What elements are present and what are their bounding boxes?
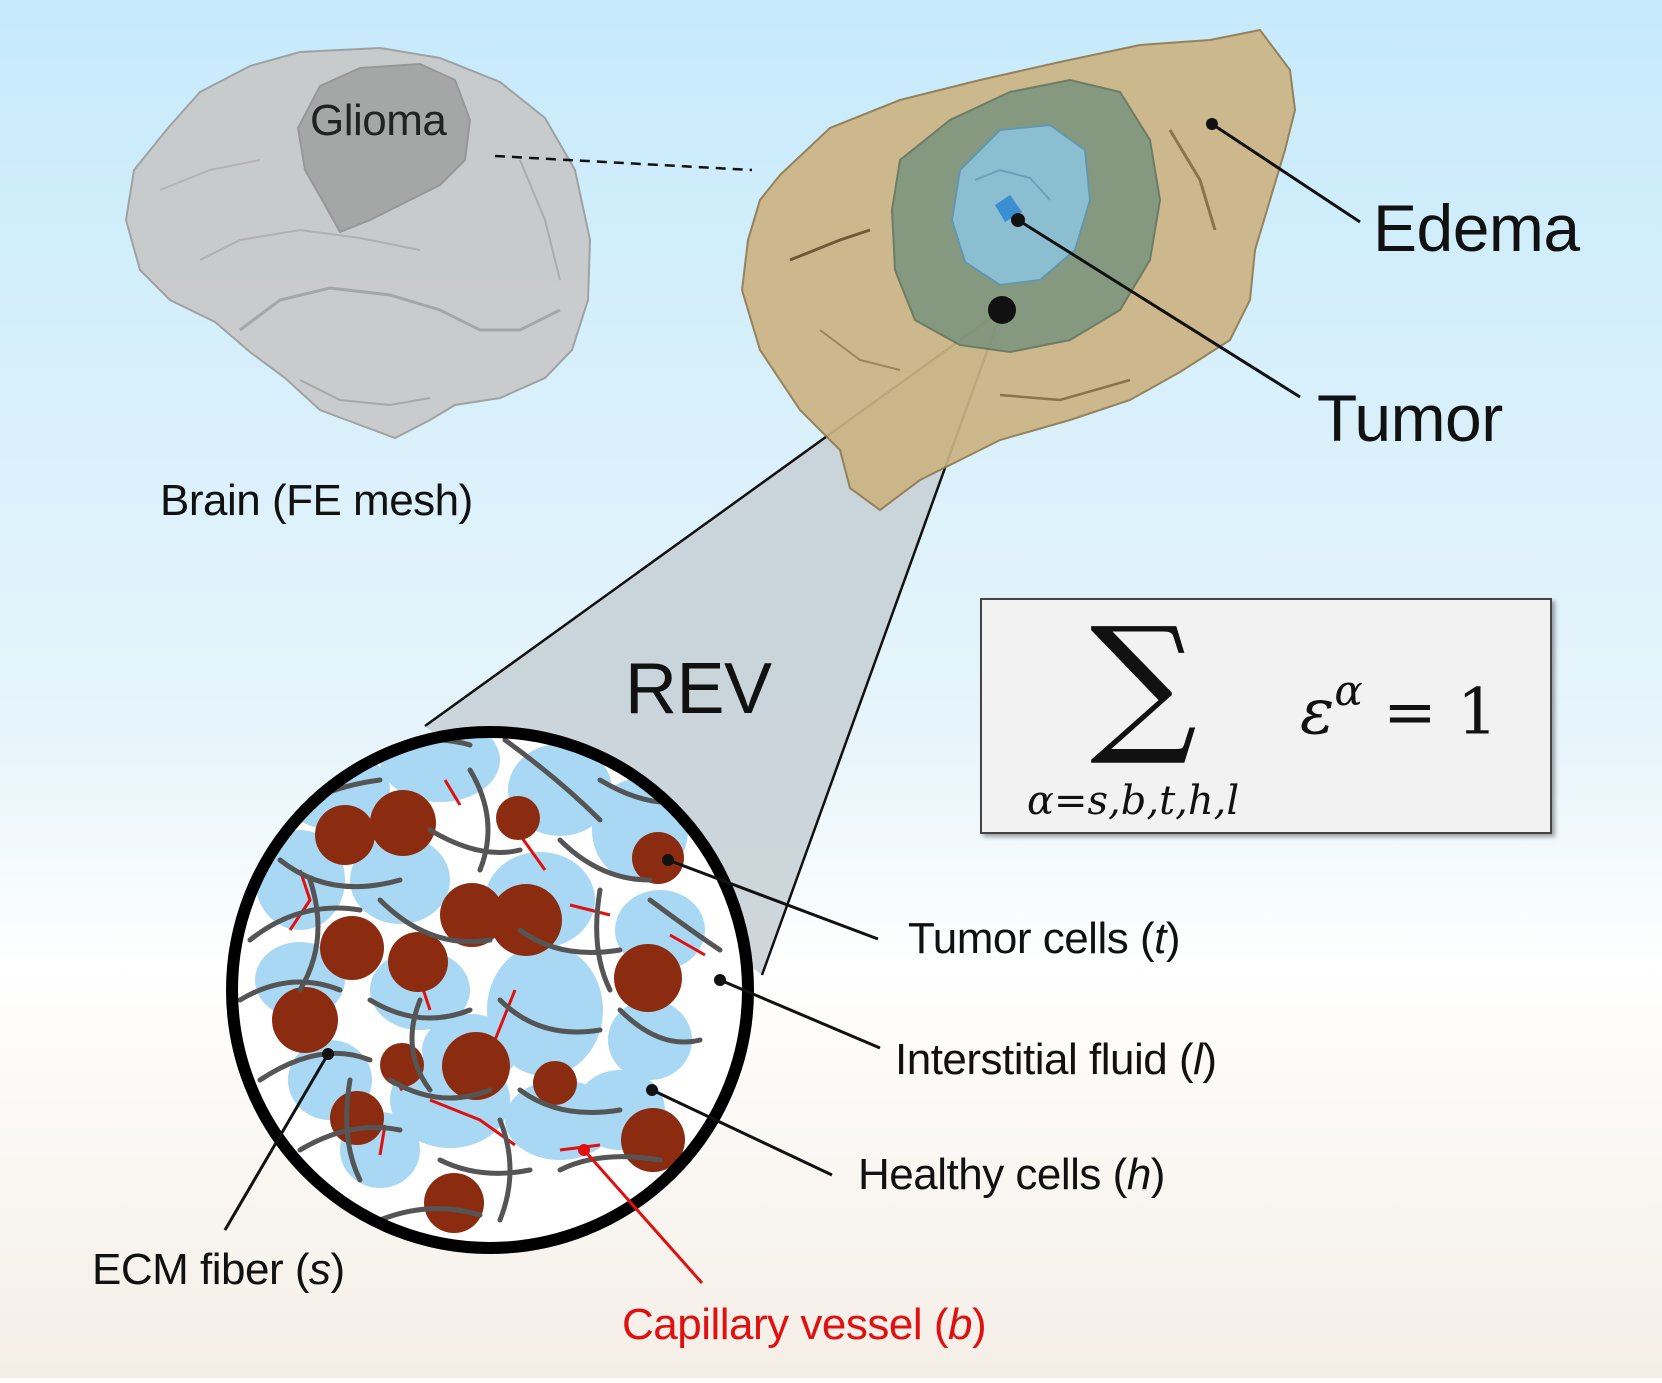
ecm-fiber-segment <box>377 897 493 945</box>
ecm-fiber-segment <box>502 737 603 823</box>
ecm-fiber-segment <box>557 1154 663 1173</box>
healthy-cell <box>255 830 345 930</box>
equation-body: εα = 1 <box>1300 666 1498 750</box>
tumor-cell <box>442 1032 510 1100</box>
tumor-label: Tumor <box>1317 381 1503 455</box>
brain-fe-mesh-label: Brain (FE mesh) <box>160 476 473 525</box>
ecm-fiber-segment <box>497 997 603 1035</box>
summation-subscript: α=s,b,t,h,l <box>1027 778 1240 824</box>
tumor-cell <box>614 944 682 1012</box>
rev-border <box>226 726 754 1254</box>
tumor-cell <box>496 796 540 840</box>
glioma-region <box>296 62 472 234</box>
ecm-fiber-segment <box>467 767 491 873</box>
ecm-fiber-segment <box>247 905 363 943</box>
ecm-fiber-segment <box>367 997 473 1021</box>
ecm-fiber-segment <box>427 827 523 855</box>
capillary-segment <box>518 834 547 871</box>
tumor-cells-label: Tumor cells (t) <box>908 914 1181 964</box>
ecm-fiber-segment <box>409 997 433 1093</box>
ecm-fiber-segment <box>557 837 653 883</box>
ecm-fiber-text: ECM fiber ( <box>92 1245 309 1294</box>
rev-healthy-cells <box>255 732 705 1188</box>
interstitial-fluid-symbol: l <box>1193 1035 1203 1084</box>
capillary-segment <box>669 933 706 957</box>
ecm-fiber-segment <box>517 927 623 955</box>
tumor-cell <box>320 916 384 980</box>
ecm-fiber-segment <box>297 1125 403 1153</box>
healthy-pointer-dot <box>646 1084 658 1096</box>
capillary-segment <box>288 869 312 931</box>
brain-mesh <box>124 46 592 440</box>
edema-pointer-dot <box>1206 118 1218 130</box>
tumor-leader <box>1017 218 1301 399</box>
ecm-fiber-segment <box>594 887 613 993</box>
equation-variable: ε <box>1300 675 1335 750</box>
tumor-pointer-dot <box>1011 213 1025 227</box>
capillary-leader <box>582 1149 704 1284</box>
ecm-fiber-segment <box>617 1007 703 1045</box>
tumor-cell <box>632 832 684 884</box>
tumor-cell <box>370 790 436 856</box>
tumor-cell <box>440 883 504 947</box>
fluid-pointer-dot <box>714 974 726 986</box>
capillary-pointer-dot <box>578 1144 590 1156</box>
glioma-label: Glioma <box>310 96 447 145</box>
volume-fraction-equation-box: ∑ α=s,b,t,h,l εα = 1 <box>980 598 1552 834</box>
healthy-cells-text: Healthy cells ( <box>858 1150 1127 1199</box>
tumor-cells-text: Tumor cells ( <box>908 914 1155 963</box>
interstitial-fluid-label: Interstitial fluid (l) <box>895 1035 1217 1085</box>
rev-source-dot <box>988 296 1016 324</box>
tumor-cell <box>330 1091 384 1145</box>
ecm-fiber-symbol: s <box>308 1245 331 1294</box>
summation-symbol: ∑ <box>1090 596 1198 770</box>
ecm-fiber-segment <box>517 1087 623 1115</box>
healthy-leader <box>651 1088 833 1177</box>
ecm-fiber-segment <box>437 1157 533 1176</box>
healthy-cells-close: ) <box>1150 1150 1166 1199</box>
tumor-cell <box>388 932 448 992</box>
capillary-segment <box>569 903 611 917</box>
healthy-cells-symbol: h <box>1126 1150 1151 1199</box>
ecm-leader <box>223 1053 330 1231</box>
ecm-fiber-close: ) <box>330 1245 345 1294</box>
rev-label: REV <box>625 649 772 729</box>
tumor-cell <box>533 1061 577 1105</box>
tumor-cell <box>424 1173 484 1233</box>
fluid-leader <box>719 978 881 1050</box>
tumor-cells-pointer-dot <box>662 854 674 866</box>
interstitial-fluid-text: Interstitial fluid ( <box>895 1035 1194 1084</box>
tumor-cells-leader <box>667 858 879 941</box>
ecm-fiber-segment <box>344 1077 363 1183</box>
tumor-cell <box>490 884 562 956</box>
ecm-fiber-segment <box>257 1050 373 1083</box>
edema-label: Edema <box>1373 191 1580 265</box>
ecm-fiber-label: ECM fiber (s) <box>92 1245 345 1295</box>
ecm-fiber-segment <box>387 1077 493 1101</box>
ecm-fiber-segment <box>647 897 723 953</box>
glioma-zoom-connector <box>494 154 753 172</box>
ecm-fiber-segment <box>297 877 321 993</box>
capillary-vessel-label: Capillary vessel (b) <box>622 1300 987 1350</box>
edema-leader <box>1211 122 1361 224</box>
ecm-fiber-segment <box>277 857 403 890</box>
capillary-vessel-close: ) <box>971 1300 987 1349</box>
tumor-cells-close: ) <box>1165 914 1181 963</box>
capillary-vessel-text: Capillary vessel ( <box>622 1300 948 1349</box>
capillary-vessel-symbol: b <box>947 1300 972 1349</box>
ecm-pointer-dot <box>322 1048 334 1060</box>
tumor-cell <box>272 987 338 1053</box>
capillary-segment <box>443 779 462 806</box>
equation-superscript: α <box>1334 666 1363 715</box>
interstitial-fluid-close: ) <box>1202 1035 1217 1084</box>
tumor-cells-symbol: t <box>1154 914 1166 963</box>
equation-rhs: = 1 <box>1362 675 1498 750</box>
healthy-cells-label: Healthy cells (h) <box>858 1150 1165 1200</box>
ecm-fiber-segment <box>377 1206 483 1223</box>
ecm-fiber-segment <box>497 1117 513 1223</box>
capillary-segment <box>493 989 517 1041</box>
tumor-cell <box>315 805 375 865</box>
ecm-fiber-segment <box>237 979 343 1003</box>
